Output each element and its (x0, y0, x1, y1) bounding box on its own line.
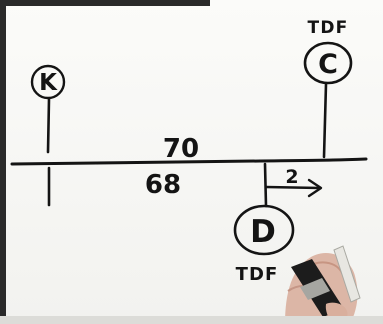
top-value-label: 70 (163, 134, 199, 164)
activity-d-stem (263, 162, 268, 208)
node-d-circle (233, 204, 295, 256)
node-k-label: K (39, 70, 58, 96)
activity-k-stem (46, 97, 51, 154)
node-c-label: C (318, 49, 338, 80)
arrow-value-label: 2 (285, 166, 298, 188)
node-k-circle (30, 64, 66, 100)
tdf-top-label: TDF (308, 18, 349, 38)
bottom-value-label: 68 (145, 170, 181, 200)
board-frame-left (0, 0, 6, 324)
activity-c-stem (322, 82, 328, 159)
board-bottom-edge (0, 316, 383, 324)
node-d-label: D (250, 214, 276, 250)
tdf-bottom-label: TDF (236, 264, 279, 285)
hand-with-marker (285, 245, 361, 324)
arrow-head (307, 178, 323, 198)
node-c-circle (303, 41, 353, 85)
board-frame-top (0, 0, 210, 6)
timeline-line (10, 157, 368, 166)
arrow-shaft (264, 185, 322, 190)
